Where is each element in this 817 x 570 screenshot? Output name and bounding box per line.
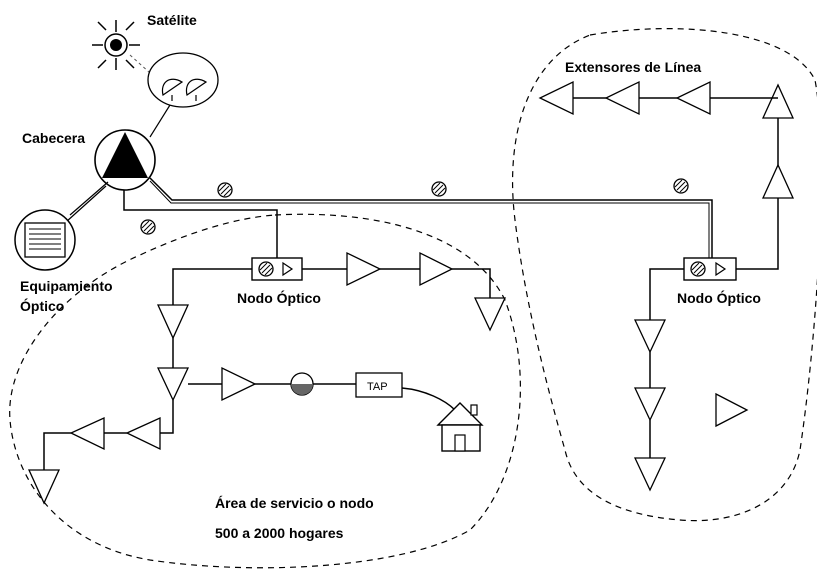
line-extender-icon <box>675 80 711 116</box>
amplifier-icon <box>761 163 795 199</box>
optical-equipment-connector <box>65 185 107 223</box>
amplifier-icon <box>346 251 382 287</box>
coax-line <box>160 400 174 434</box>
amplifier-icon <box>419 251 454 287</box>
amplifier-icon <box>633 387 667 422</box>
optical-equipment-connector <box>69 181 109 216</box>
coax-line <box>736 198 779 270</box>
optical-node-right-label: Nodo Óptico <box>677 289 761 306</box>
service-area-boundary-left <box>9 213 521 569</box>
amplifier-icon <box>221 366 257 402</box>
amplifier-icon <box>156 304 190 340</box>
fiber-marker-icon <box>673 178 689 194</box>
fiber-marker-icon <box>431 181 447 197</box>
tap-label: TAP <box>367 381 388 393</box>
satellite-label: Satélite <box>147 12 197 28</box>
splitter-icon <box>290 372 314 396</box>
coax-line <box>649 268 684 320</box>
headend-label: Cabecera <box>22 130 85 146</box>
tap-box <box>355 372 403 398</box>
line-extender-icon <box>538 80 574 116</box>
optical-equipment-label-line1: Equipamiento <box>20 278 113 294</box>
satellite-icon <box>92 20 140 70</box>
optical-equipment-label-line2: Óptico <box>20 297 64 314</box>
homes-label: 500 a 2000 hogares <box>215 525 344 541</box>
amplifier-icon <box>761 83 795 119</box>
service-area-boundary-right <box>512 28 817 522</box>
amplifier-icon <box>715 392 749 428</box>
drop-cable <box>401 387 456 411</box>
signal-arrow <box>129 54 161 83</box>
optical-equipment-icon <box>14 209 76 271</box>
optical-node-right <box>683 257 737 281</box>
headend-icon <box>94 129 156 191</box>
fiber-link-right <box>149 177 713 264</box>
fiber-link-left <box>123 190 278 264</box>
amplifier-icon <box>69 416 105 451</box>
line-extenders-label: Extensores de Línea <box>565 59 701 75</box>
optical-node-left <box>251 257 303 281</box>
service-area-label: Área de servicio o nodo <box>215 495 374 511</box>
amplifier-icon <box>125 416 161 451</box>
fiber-marker-icon <box>217 182 233 198</box>
amplifier-icon <box>156 367 190 402</box>
fiber-link-right-inner <box>149 180 710 264</box>
amplifier-icon <box>633 319 667 354</box>
headend-dish-connector <box>149 104 171 138</box>
line-extender-icon <box>604 80 640 116</box>
coax-line <box>452 268 491 298</box>
house-icon <box>436 402 484 452</box>
amplifier-icon <box>473 297 507 332</box>
fiber-marker-icon <box>140 219 156 235</box>
amplifier-icon <box>27 469 61 505</box>
coax-line <box>43 432 71 470</box>
amplifier-icon <box>633 457 667 492</box>
satellite-dish-icon <box>147 52 219 108</box>
coax-line <box>172 268 252 305</box>
optical-node-left-label: Nodo Óptico <box>237 289 321 306</box>
